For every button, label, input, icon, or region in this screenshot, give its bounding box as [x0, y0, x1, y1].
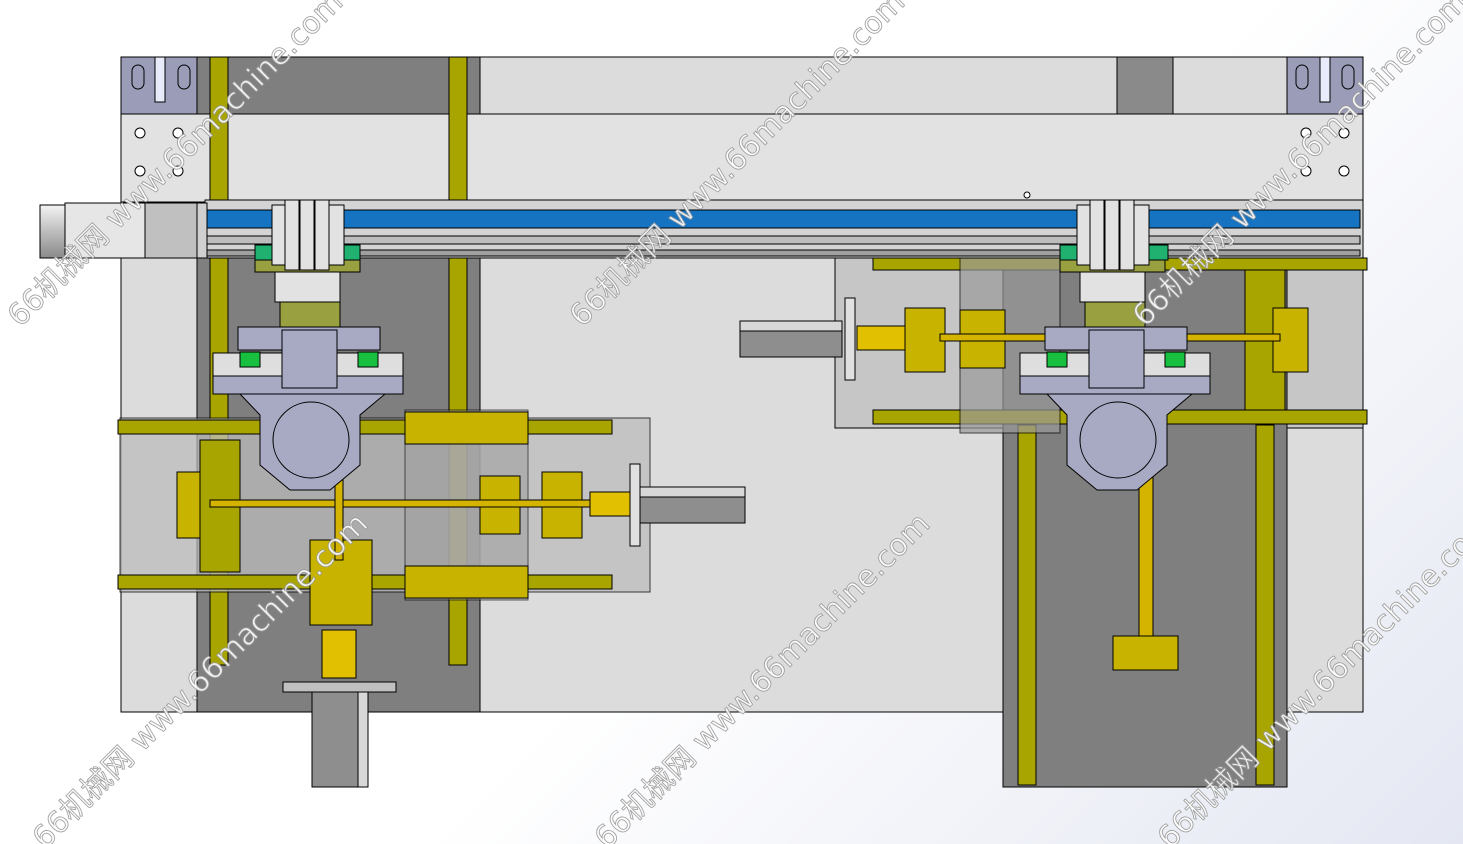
- right-carriage: [1019, 199, 1211, 491]
- right-lower-slide: [1112, 469, 1179, 671]
- corner-bracket-right: [1286, 56, 1364, 115]
- left-cylinder: [589, 463, 746, 547]
- mounting-holes: [134, 127, 1350, 199]
- left-carriage: [212, 199, 404, 491]
- servo-motor: [39, 202, 208, 259]
- bottom-cylinder: [282, 629, 397, 788]
- linear-module-beam: [204, 199, 1364, 259]
- right-cylinder: [739, 297, 906, 381]
- corner-bracket-left: [120, 56, 198, 115]
- left-slide-assembly: [117, 409, 651, 626]
